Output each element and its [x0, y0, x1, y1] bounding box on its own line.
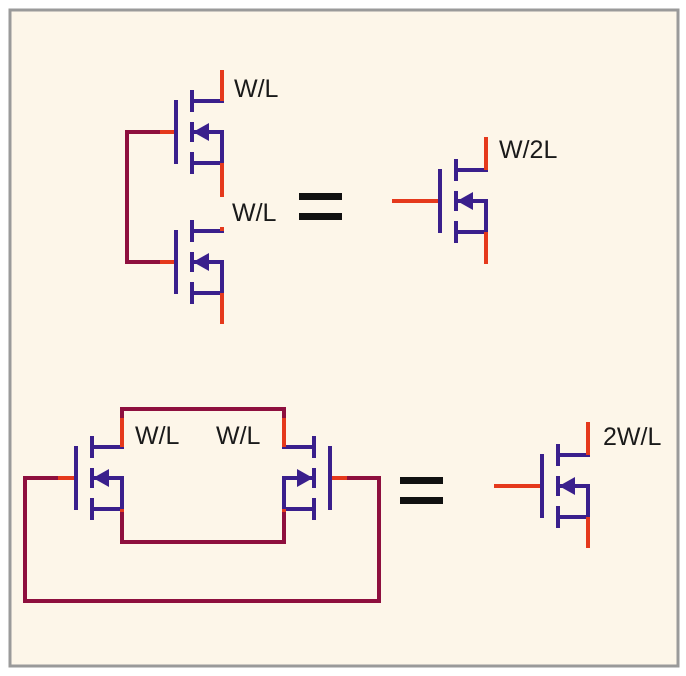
parallel-left-transistor — [58, 418, 124, 520]
parallel-drain-wire — [120, 407, 286, 418]
parallel-right-label: W/L — [216, 422, 261, 450]
parallel-example: W/L W/L 2W/L — [23, 407, 661, 603]
series-bottom-label: W/L — [232, 199, 277, 227]
parallel-gate-wire — [23, 476, 381, 603]
series-equivalent-transistor — [392, 137, 488, 264]
parallel-left-label: W/L — [135, 422, 180, 450]
series-top-label: W/L — [234, 75, 279, 103]
parallel-equivalent-transistor — [494, 422, 590, 548]
series-gate-wire — [125, 130, 160, 264]
diagram-frame — [8, 8, 680, 668]
series-bottom-transistor — [160, 220, 224, 324]
parallel-equivalent-label: 2W/L — [603, 423, 661, 451]
parallel-source-wire — [120, 512, 286, 544]
series-example: W/L W/L W/2L — [125, 70, 557, 324]
series-top-transistor — [160, 70, 224, 197]
parallel-right-transistor — [282, 418, 347, 520]
series-equivalent-label: W/2L — [499, 136, 557, 164]
series-equals-sign — [299, 193, 342, 220]
parallel-equals-sign — [400, 477, 443, 504]
